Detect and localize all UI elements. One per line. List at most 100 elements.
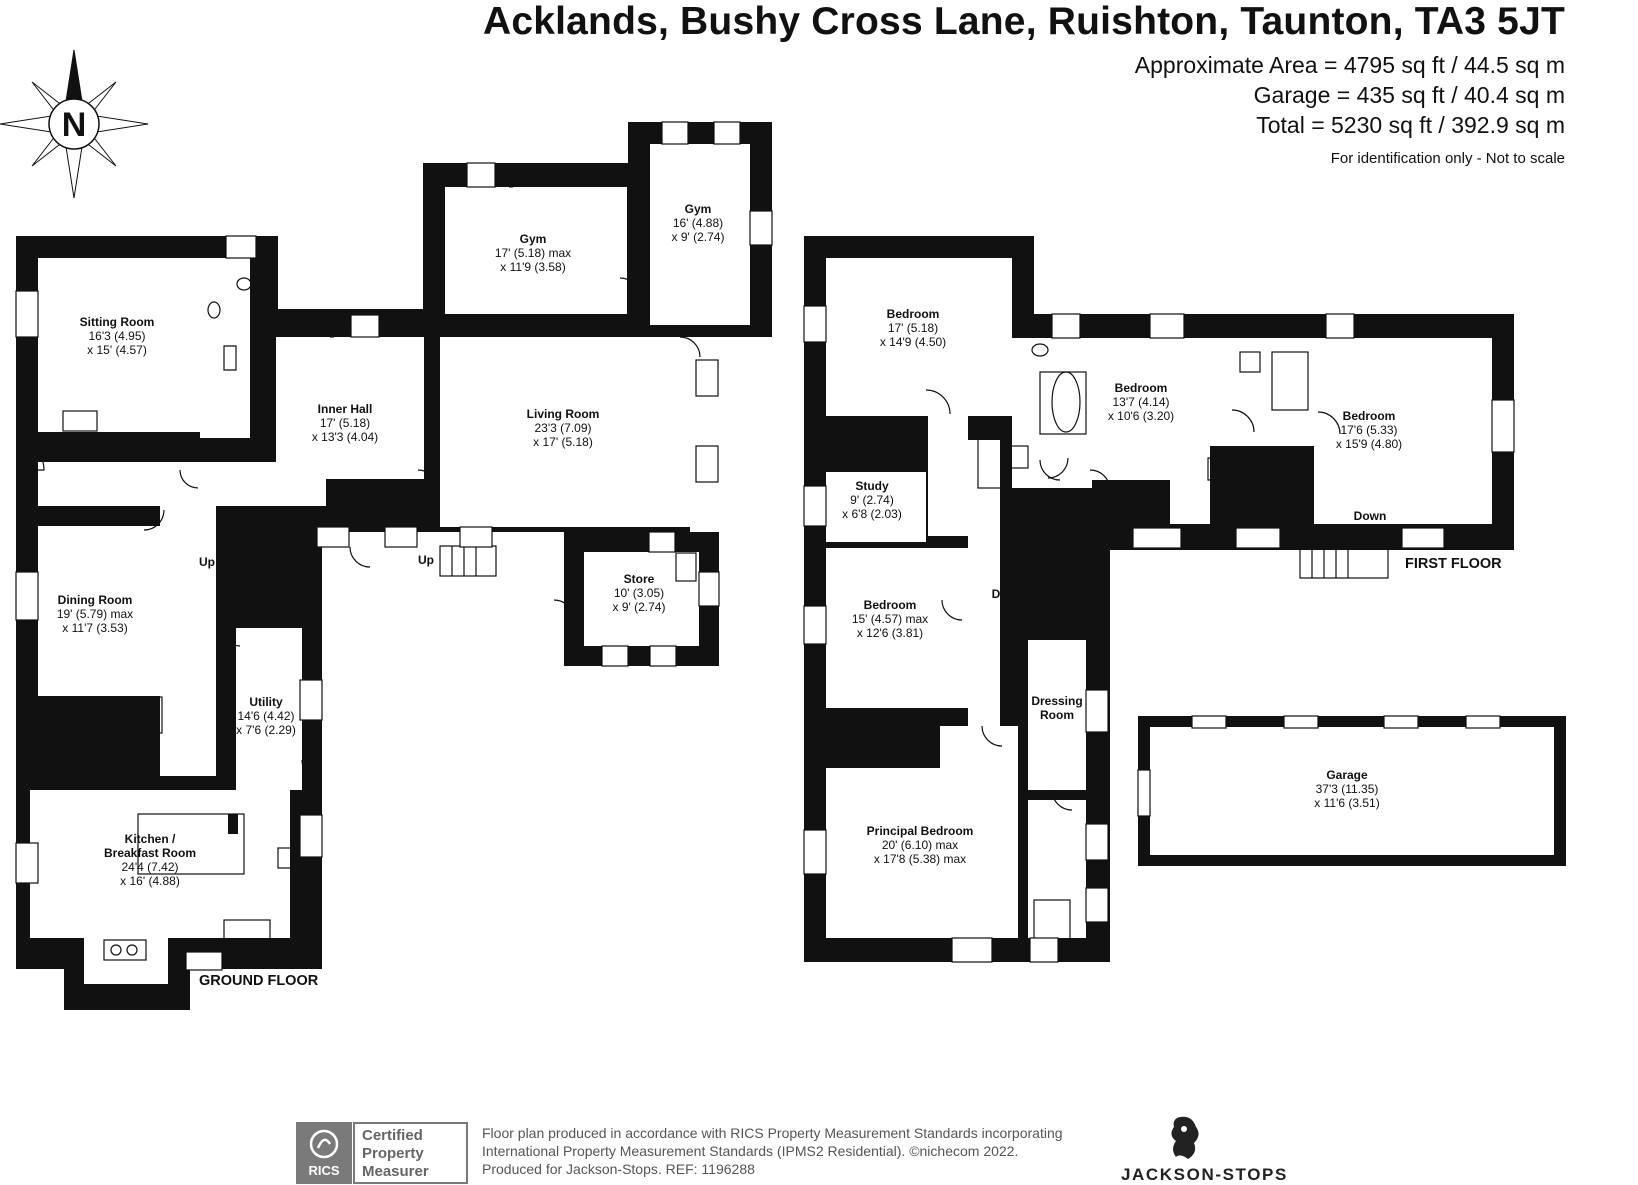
svg-text:13'7 (4.14): 13'7 (4.14) <box>1113 395 1170 409</box>
svg-text:17'6 (5.33): 17'6 (5.33) <box>1341 423 1398 437</box>
svg-text:Bedroom: Bedroom <box>1115 381 1168 395</box>
svg-text:Dining Room: Dining Room <box>58 593 133 607</box>
room-label-principal: Principal Bedroom 20' (6.10) max x 17'8 … <box>867 824 974 866</box>
svg-text:Dressing: Dressing <box>1031 694 1082 708</box>
room-label-dressing: Dressing Room <box>1031 694 1082 722</box>
room-label-inner-hall: Inner Hall 17' (5.18) x 13'3 (4.04) <box>312 402 378 444</box>
footer-line-1: Floor plan produced in accordance with R… <box>482 1125 1063 1141</box>
svg-text:9' (2.74): 9' (2.74) <box>850 493 894 507</box>
svg-text:x 13'3 (4.04): x 13'3 (4.04) <box>312 430 378 444</box>
svg-text:x 7'6 (2.29): x 7'6 (2.29) <box>236 723 296 737</box>
room-label-store: Store 10' (3.05) x 9' (2.74) <box>613 572 666 614</box>
stairs-first-2 <box>1299 543 1389 579</box>
garage-plan <box>1137 715 1566 866</box>
rics-mark: RICS <box>308 1163 339 1178</box>
svg-text:20' (6.10) max: 20' (6.10) max <box>882 838 958 852</box>
svg-text:16'3 (4.95): 16'3 (4.95) <box>89 329 146 343</box>
footer-line-2: International Property Measurement Stand… <box>482 1143 1019 1159</box>
svg-text:23'3 (7.09): 23'3 (7.09) <box>535 421 592 435</box>
stairs-ground-2 <box>439 545 497 577</box>
svg-text:x 9' (2.74): x 9' (2.74) <box>613 600 666 614</box>
room-label-utility: Utility 14'6 (4.42) x 7'6 (2.29) <box>236 695 296 737</box>
svg-text:Kitchen /: Kitchen / <box>125 832 176 846</box>
compass-icon: N <box>0 49 149 199</box>
room-label-bedroom-3: Bedroom 17'6 (5.33) x 15'9 (4.80) <box>1336 409 1402 451</box>
svg-text:Room: Room <box>1040 708 1074 722</box>
rics-certified-badge: RICS Certified Property Measurer <box>296 1122 468 1184</box>
svg-text:Gym: Gym <box>520 232 547 246</box>
svg-text:Store: Store <box>624 572 655 586</box>
stair-label-up-1: Up <box>199 555 215 569</box>
stairs-first-1 <box>1017 547 1071 611</box>
svg-text:x 15'9 (4.80): x 15'9 (4.80) <box>1336 437 1402 451</box>
svg-text:16' (4.88): 16' (4.88) <box>673 216 723 230</box>
disclaimer: For identification only - Not to scale <box>1330 150 1565 167</box>
svg-text:Study: Study <box>855 479 889 493</box>
svg-text:x 10'6 (3.20): x 10'6 (3.20) <box>1108 409 1174 423</box>
stair-label-down-2: Down <box>1354 509 1387 523</box>
svg-text:Breakfast Room: Breakfast Room <box>104 846 196 860</box>
cert-line-3: Measurer <box>362 1163 429 1180</box>
room-label-dining: Dining Room 19' (5.79) max x 11'7 (3.53) <box>57 593 133 635</box>
stair-label-up-2: Up <box>418 553 434 567</box>
svg-text:x 17' (5.18): x 17' (5.18) <box>533 435 593 449</box>
brand-name: JACKSON-STOPS <box>1121 1165 1288 1184</box>
room-label-bedroom-1: Bedroom 17' (5.18) x 14'9 (4.50) <box>880 307 946 349</box>
room-label-gym-1: Gym 17' (5.18) max x 11'9 (3.58) <box>495 232 571 274</box>
svg-text:Bedroom: Bedroom <box>887 307 940 321</box>
room-label-study: Study 9' (2.74) x 6'8 (2.03) <box>842 479 902 521</box>
ground-floor-label: GROUND FLOOR <box>199 973 319 989</box>
svg-text:24'4 (7.42): 24'4 (7.42) <box>122 860 179 874</box>
area-total: Total = 5230 sq ft / 392.9 sq m <box>1256 112 1565 138</box>
area-garage: Garage = 435 sq ft / 40.4 sq m <box>1253 82 1565 108</box>
cert-line-1: Certified <box>362 1127 423 1144</box>
svg-text:x 15' (4.57): x 15' (4.57) <box>87 343 147 357</box>
area-approximate: Approximate Area = 4795 sq ft / 44.5 sq … <box>1134 52 1565 78</box>
first-floor-plan <box>803 236 1515 963</box>
svg-text:15' (4.57) max: 15' (4.57) max <box>852 612 928 626</box>
svg-text:x 9' (2.74): x 9' (2.74) <box>672 230 725 244</box>
svg-text:17' (5.18) max: 17' (5.18) max <box>495 246 571 260</box>
footer-line-3: Produced for Jackson-Stops. REF: 1196288 <box>482 1161 755 1177</box>
room-label-garage: Garage 37'3 (11.35) x 11'6 (3.51) <box>1314 768 1379 810</box>
svg-text:17' (5.18): 17' (5.18) <box>888 321 938 335</box>
compass-letter: N <box>62 106 87 144</box>
rics-lion-icon <box>309 1129 339 1159</box>
room-label-kitchen: Kitchen / Breakfast Room 24'4 (7.42) x 1… <box>104 832 196 888</box>
property-title: Acklands, Bushy Cross Lane, Ruishton, Ta… <box>482 0 1565 43</box>
svg-text:10' (3.05): 10' (3.05) <box>614 586 664 600</box>
svg-text:19' (5.79) max: 19' (5.79) max <box>57 607 133 621</box>
svg-text:x 16' (4.88): x 16' (4.88) <box>120 874 180 888</box>
svg-text:Bedroom: Bedroom <box>1343 409 1396 423</box>
svg-text:Sitting Room: Sitting Room <box>80 315 155 329</box>
svg-text:Utility: Utility <box>249 695 283 709</box>
jackson-stops-logo-icon <box>1171 1116 1199 1159</box>
svg-text:Principal Bedroom: Principal Bedroom <box>867 824 974 838</box>
cert-line-2: Property <box>362 1145 424 1162</box>
svg-text:x 14'9 (4.50): x 14'9 (4.50) <box>880 335 946 349</box>
first-floor-label: FIRST FLOOR <box>1405 556 1502 572</box>
svg-text:14'6 (4.42): 14'6 (4.42) <box>238 709 295 723</box>
svg-text:17' (5.18): 17' (5.18) <box>320 416 370 430</box>
room-label-bedroom-4: Bedroom 15' (4.57) max x 12'6 (3.81) <box>852 598 928 640</box>
room-label-gym-2: Gym 16' (4.88) x 9' (2.74) <box>672 202 725 244</box>
svg-text:37'3 (11.35): 37'3 (11.35) <box>1316 782 1379 796</box>
area-summary: Approximate Area = 4795 sq ft / 44.5 sq … <box>1135 50 1565 140</box>
footer-disclaimer: Floor plan produced in accordance with R… <box>482 1124 1063 1178</box>
svg-text:x 12'6 (3.81): x 12'6 (3.81) <box>857 626 923 640</box>
room-label-bedroom-2: Bedroom 13'7 (4.14) x 10'6 (3.20) <box>1108 381 1174 423</box>
svg-text:Living Room: Living Room <box>527 407 600 421</box>
svg-text:Bedroom: Bedroom <box>864 598 917 612</box>
svg-text:x 17'8 (5.38) max: x 17'8 (5.38) max <box>874 852 966 866</box>
stair-label-down-1: Down <box>992 587 1025 601</box>
ground-floor-plan <box>15 121 773 1010</box>
svg-text:x 6'8 (2.03): x 6'8 (2.03) <box>842 507 902 521</box>
svg-text:Garage: Garage <box>1326 768 1368 782</box>
stairs-ground-1 <box>231 545 291 607</box>
room-label-living: Living Room 23'3 (7.09) x 17' (5.18) <box>527 407 600 449</box>
svg-text:Inner Hall: Inner Hall <box>318 402 373 416</box>
svg-text:x 11'7 (3.53): x 11'7 (3.53) <box>62 621 127 635</box>
room-label-sitting: Sitting Room 16'3 (4.95) x 15' (4.57) <box>80 315 155 357</box>
svg-text:x 11'9 (3.58): x 11'9 (3.58) <box>500 260 565 274</box>
